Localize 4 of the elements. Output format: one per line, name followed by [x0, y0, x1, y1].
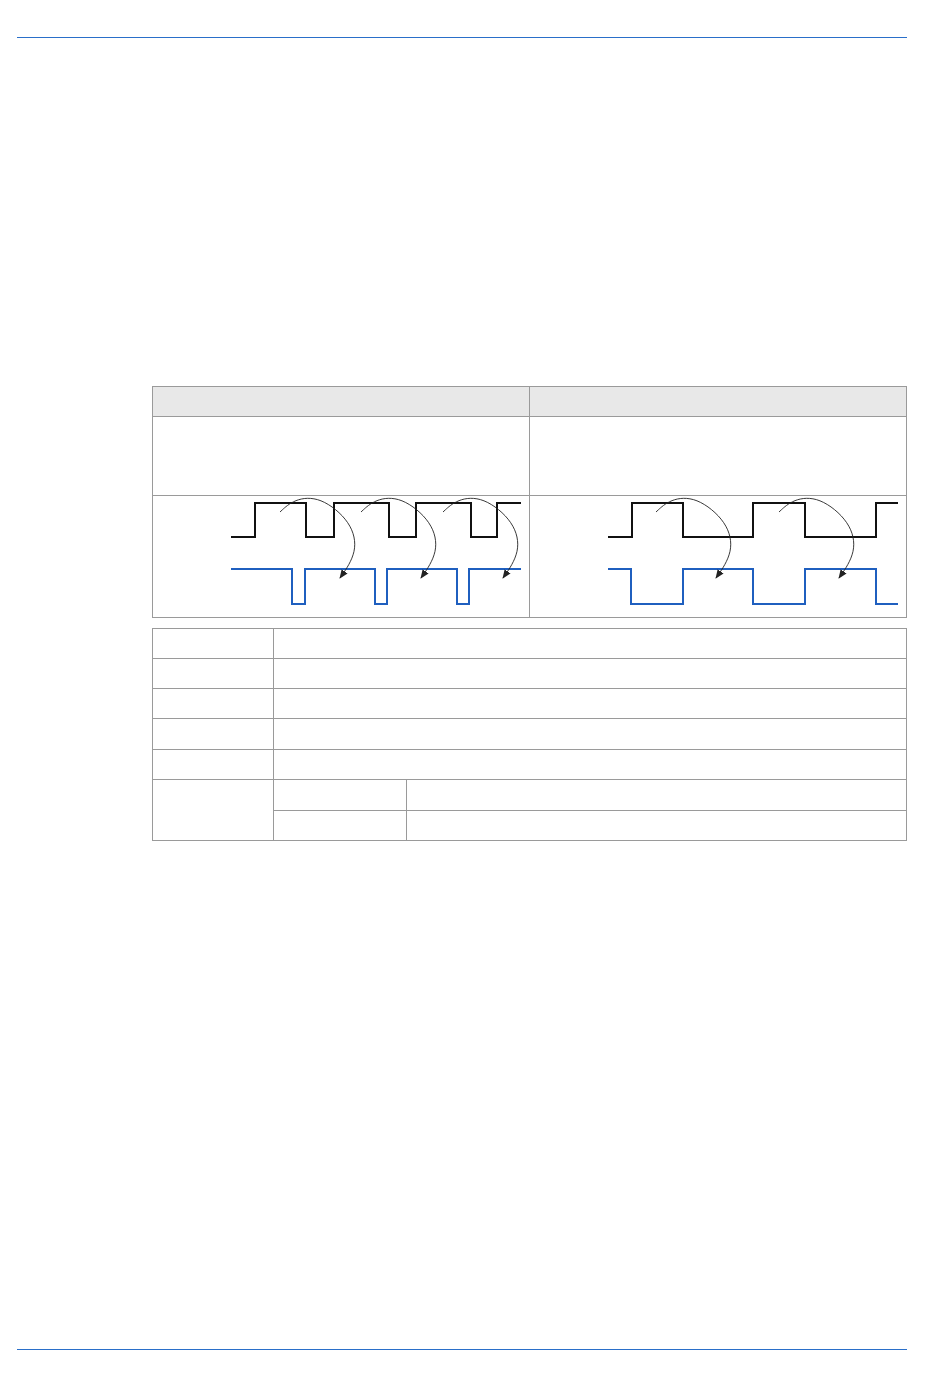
waveform [230, 502, 522, 538]
waveform [607, 502, 899, 538]
waveform [607, 568, 899, 605]
waveform [230, 568, 522, 605]
